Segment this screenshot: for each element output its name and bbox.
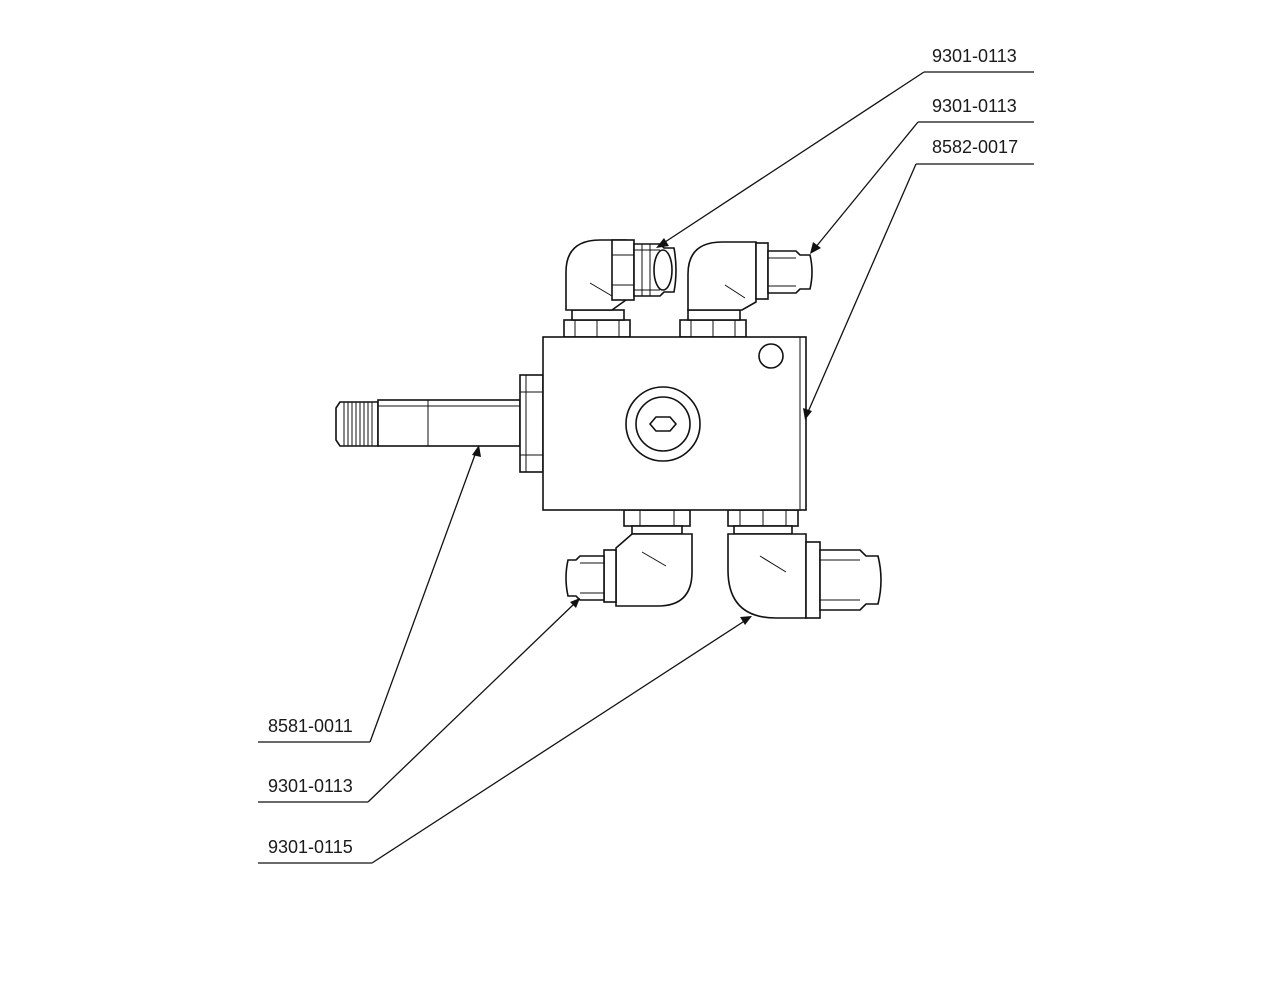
callout-label: 8581-0011 [268,716,353,736]
bottom-right-elbow-part [727,533,882,619]
callout-label: 9301-0113 [932,96,1017,116]
callout-bottom-right-elbow: 9301-0115 [258,616,752,864]
bottom-left-elbow-part [565,533,693,607]
callout-top-left-elbow: 9301-0113 [656,46,1034,248]
callout-label: 9301-0113 [932,46,1017,66]
shaft-part [335,374,544,473]
callout-bottom-left-elbow: 9301-0113 [258,598,580,803]
top-left-elbow-part [565,239,677,311]
callout-label: 9301-0115 [268,837,353,857]
callout-shaft: 8581-0011 [258,445,481,743]
callout-valve-block: 8582-0017 [803,137,1034,420]
callout-label: 9301-0113 [268,776,353,796]
callout-top-right-elbow: 9301-0113 [810,96,1034,254]
top-right-elbow-part [687,241,813,311]
top-right-nut [679,309,747,338]
callout-label: 8582-0017 [932,137,1018,157]
top-left-nut [563,309,631,338]
bottom-right-nut [727,509,799,535]
valve-block-part [542,336,807,511]
